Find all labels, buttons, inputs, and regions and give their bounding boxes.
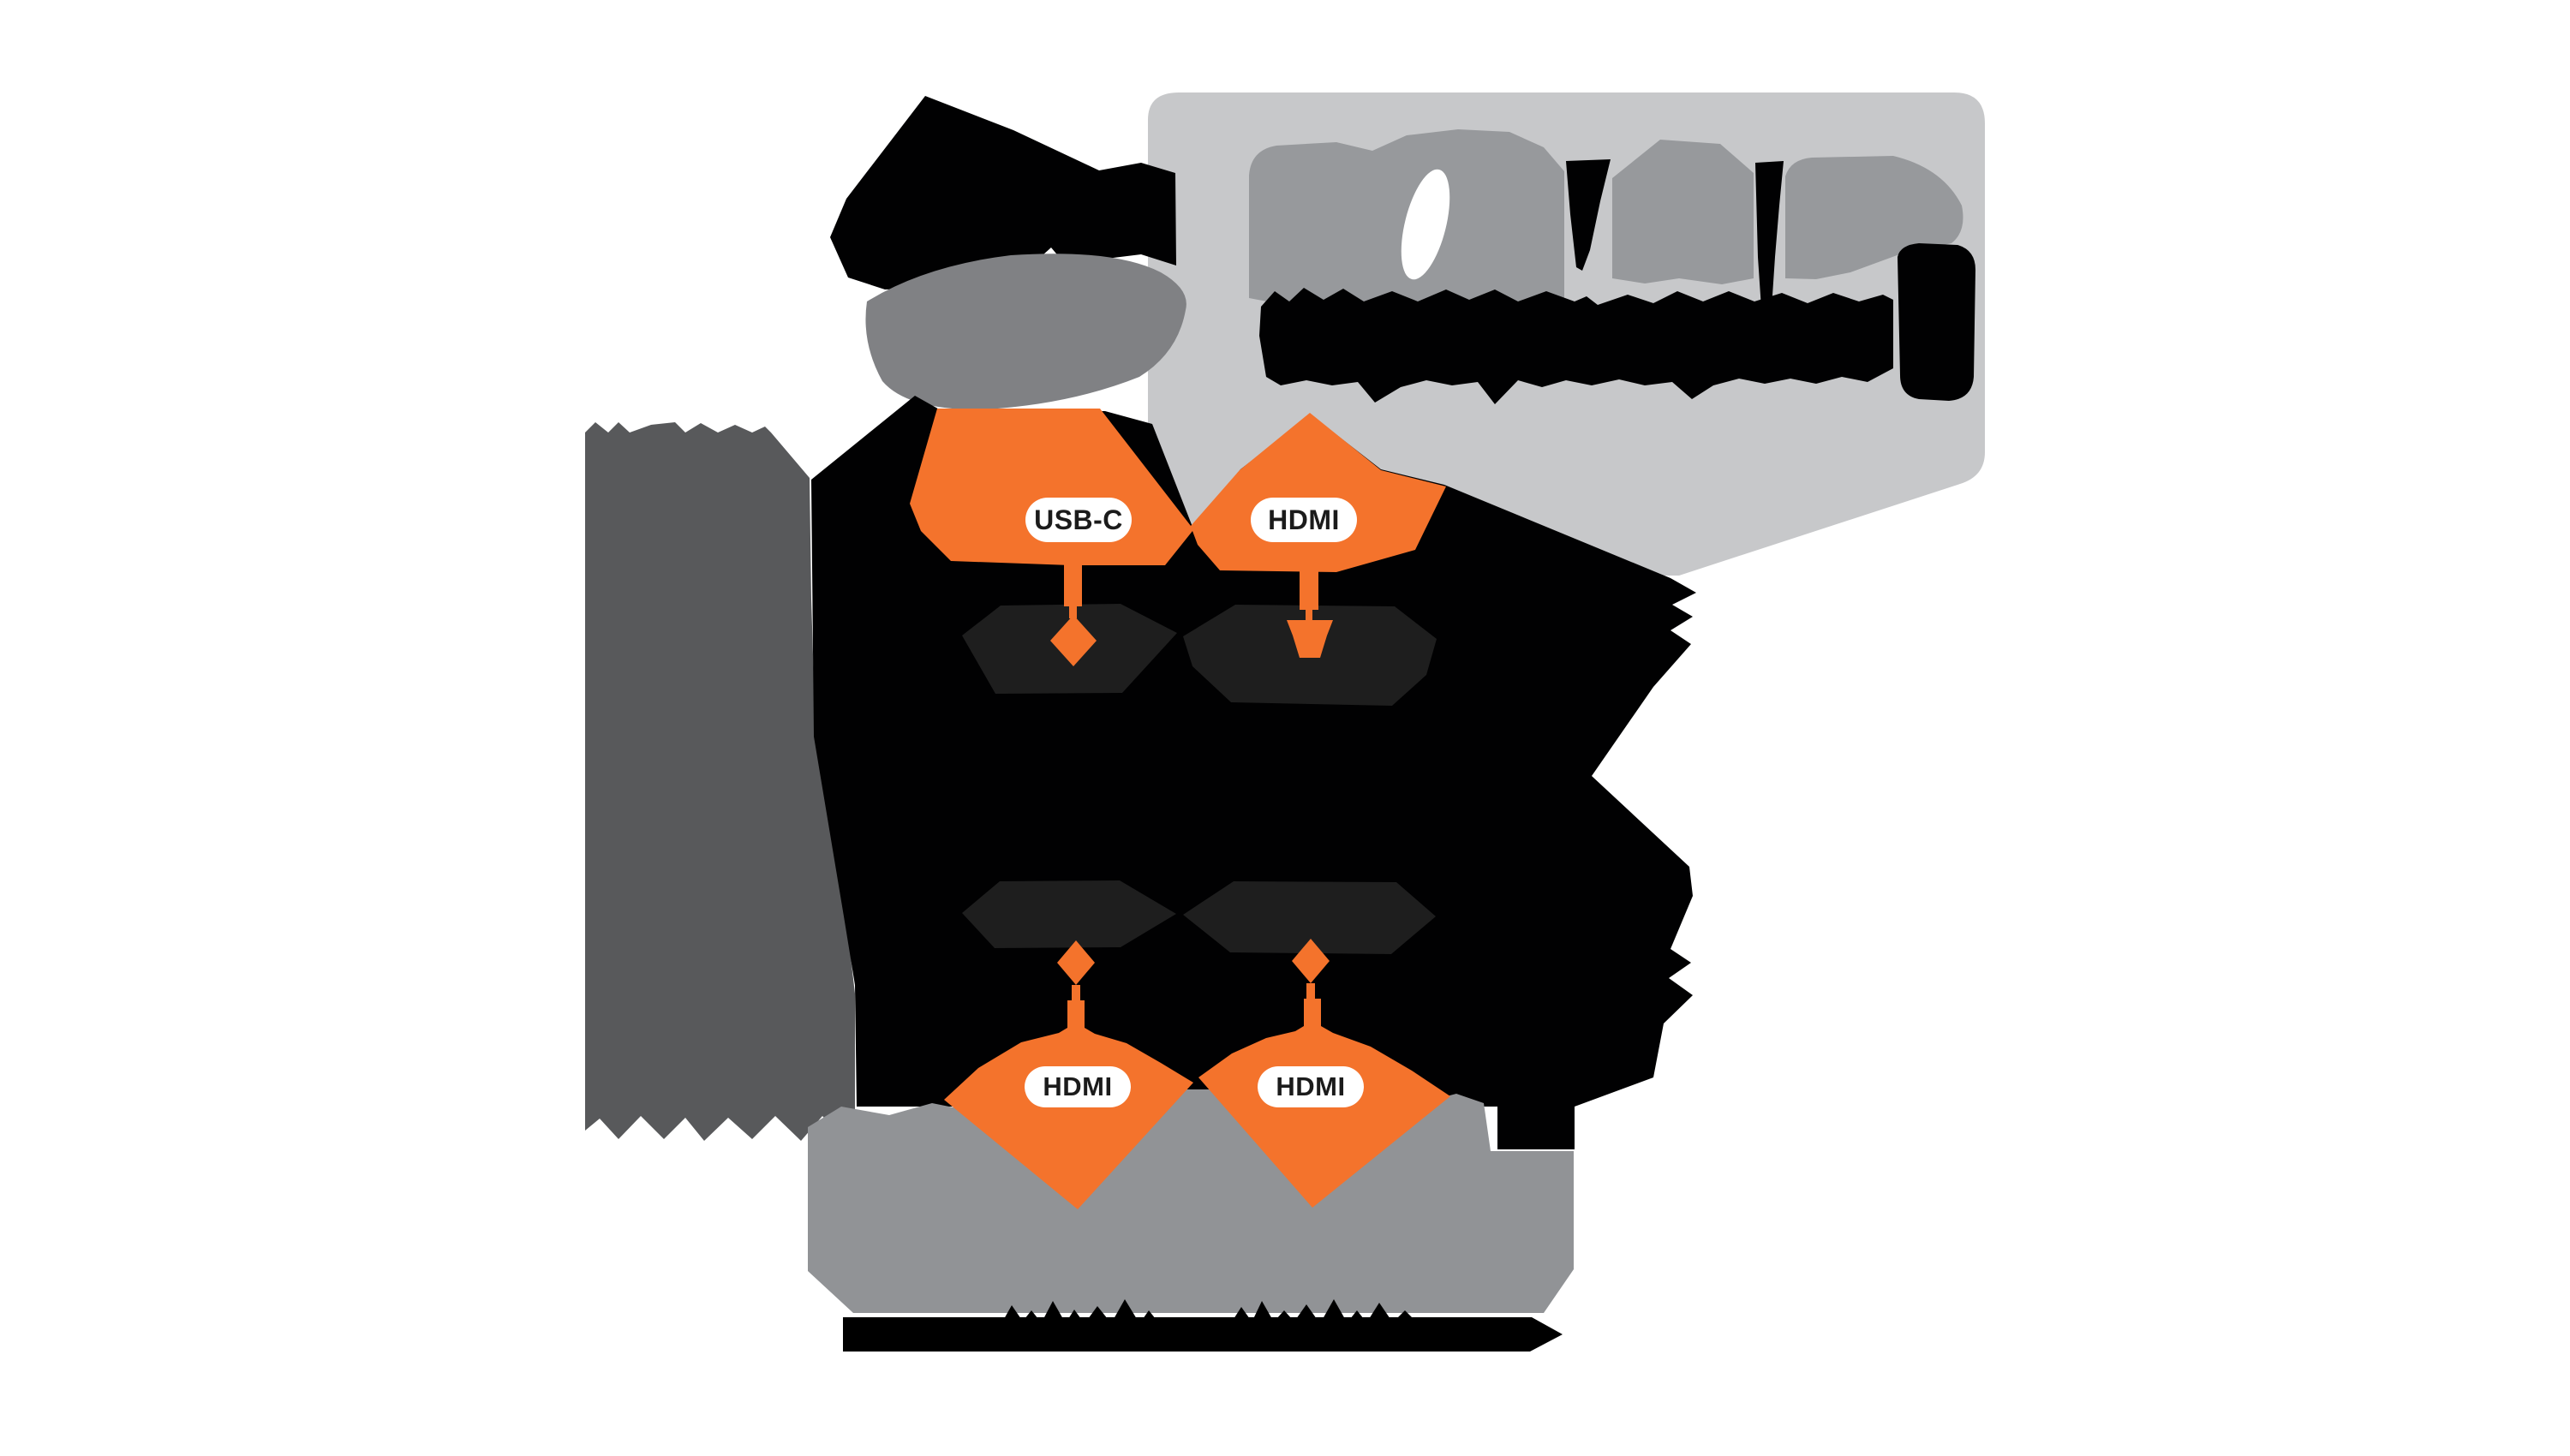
- headline-separator-2: [1755, 161, 1784, 308]
- headline-separator-1: [1566, 159, 1611, 271]
- port-label-hdmi-top: HDMI: [1251, 498, 1357, 542]
- hdmi-arrowhead: [1287, 620, 1333, 658]
- headline-blob-2: [1612, 140, 1754, 284]
- headline-counter-hole: [1401, 169, 1450, 280]
- port-label-hdmi-bottom-left: HDMI: [1025, 1066, 1131, 1107]
- port-label-usb-c: USB-C: [1025, 498, 1132, 542]
- hdmi-stem-pinch: [1306, 605, 1312, 622]
- device-screen-blob-bottom-right: [1183, 881, 1436, 954]
- tagline-blob: [1259, 288, 1893, 404]
- brand-logo-blob: [830, 96, 1176, 289]
- usbc-stem: [1064, 558, 1082, 606]
- hdmi-up-diamond-right: [1292, 939, 1330, 983]
- hdmi-stem: [1300, 558, 1318, 610]
- usbc-arrow-diamond: [1050, 615, 1097, 666]
- port-label-hdmi-bottom-right: HDMI: [1258, 1066, 1364, 1107]
- hdmi-up-stem-left: [1072, 985, 1080, 1002]
- hdmi-up-stem-right: [1306, 983, 1315, 1000]
- brand-swoosh-blob: [865, 254, 1186, 410]
- feature-list-blob: [585, 422, 855, 1141]
- hdmi-up-diamond-left: [1057, 940, 1095, 985]
- tagline-end-blob: [1898, 243, 1975, 401]
- monitors-blob: [808, 1089, 1574, 1313]
- cta-text-bumps: [1004, 1299, 1414, 1319]
- devices-switch-blob: [811, 396, 1696, 1149]
- device-screen-blob-bottom-left: [962, 880, 1176, 948]
- cta-bar: [843, 1317, 1563, 1352]
- usbc-stem-pinch: [1069, 600, 1077, 618]
